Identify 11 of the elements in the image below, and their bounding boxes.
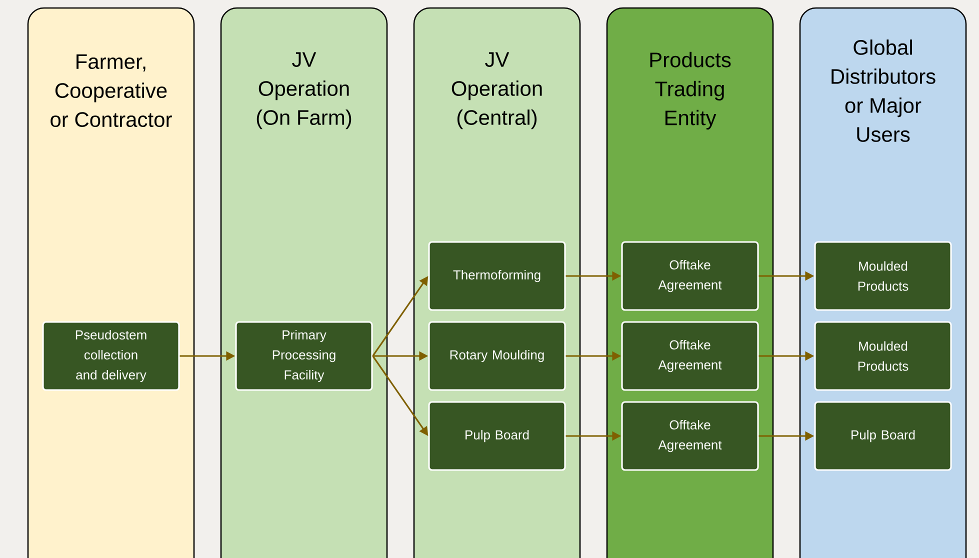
process-box: Thermoforming [428,241,566,311]
process-box: Offtake Agreement [621,401,759,471]
process-box: Pseudostem collection and delivery [42,321,180,391]
process-box: Rotary Moulding [428,321,566,391]
process-box: Offtake Agreement [621,241,759,311]
process-box: Pulp Board [428,401,566,471]
process-box: Offtake Agreement [621,321,759,391]
process-box: Moulded Products [814,241,952,311]
process-box: Primary Processing Facility [235,321,373,391]
process-box: Moulded Products [814,321,952,391]
process-box: Pulp Board [814,401,952,471]
